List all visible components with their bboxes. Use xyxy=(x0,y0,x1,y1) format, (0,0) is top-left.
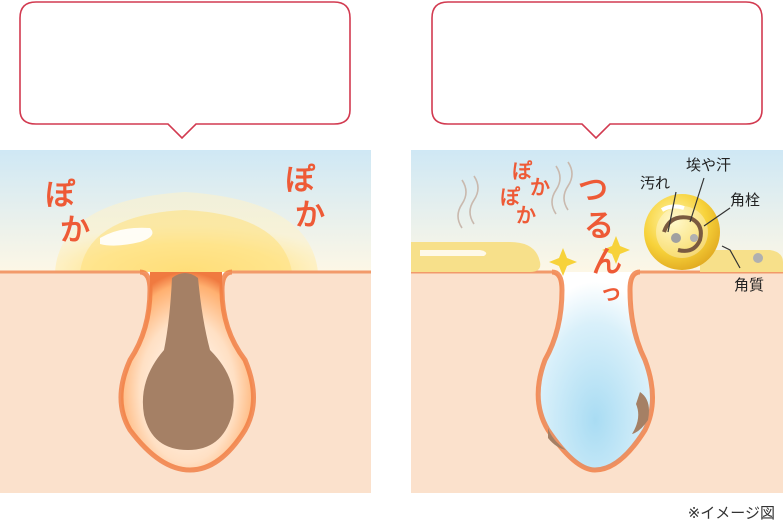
keratin-plug-ball xyxy=(644,194,720,270)
slip-word-4: っ xyxy=(600,281,622,306)
right-skin xyxy=(411,272,783,493)
sparkle-left xyxy=(549,248,577,276)
left-callout-bubble xyxy=(19,1,351,140)
footnote: ※イメージ図 xyxy=(687,504,775,522)
sparkle-right xyxy=(602,236,630,264)
label-dust-sweat: 埃や汗 xyxy=(686,156,731,174)
left-skin xyxy=(0,272,371,493)
heat-wave-lines xyxy=(457,161,573,229)
right-panel: ぽ か ぽ か つ る ん っ 汚れ 埃や汗 角栓 角質 xyxy=(411,150,783,493)
right-pokaka-1: ぽ xyxy=(512,159,533,183)
dirt-swirl xyxy=(662,215,703,253)
left-sebum-plug xyxy=(142,273,234,450)
right-pokaka-3: ぽ xyxy=(500,185,521,209)
surface-particle xyxy=(753,253,763,263)
left-panel: ぽ か ぽ か xyxy=(0,150,371,493)
surface-oil-left xyxy=(411,242,541,272)
right-pokaka-4: か xyxy=(516,203,536,227)
left-pore-edge xyxy=(118,269,256,473)
right-pokaka-2: か xyxy=(530,175,550,199)
pore-residue-left xyxy=(548,428,566,450)
slip-word-3: ん xyxy=(592,245,622,280)
right-pokaka-1: ぽ xyxy=(285,163,316,198)
left-glow-highlight xyxy=(100,227,153,246)
right-callout-bubble xyxy=(431,1,763,140)
label-dirt: 汚れ xyxy=(640,174,670,192)
label-keratin: 角質 xyxy=(734,276,764,294)
pore-residue-right xyxy=(632,392,649,434)
label-keratin-plug: 角栓 xyxy=(730,191,760,209)
left-pokaka-2: か xyxy=(60,213,90,248)
slip-word-1: つ xyxy=(578,173,608,208)
right-pokaka-2: か xyxy=(295,198,325,233)
label-leaders xyxy=(667,177,741,269)
slip-word-2: る xyxy=(584,209,614,244)
right-pore xyxy=(538,272,653,470)
left-pokaka-1: ぽ xyxy=(45,178,76,213)
right-pore-edge xyxy=(535,269,655,473)
